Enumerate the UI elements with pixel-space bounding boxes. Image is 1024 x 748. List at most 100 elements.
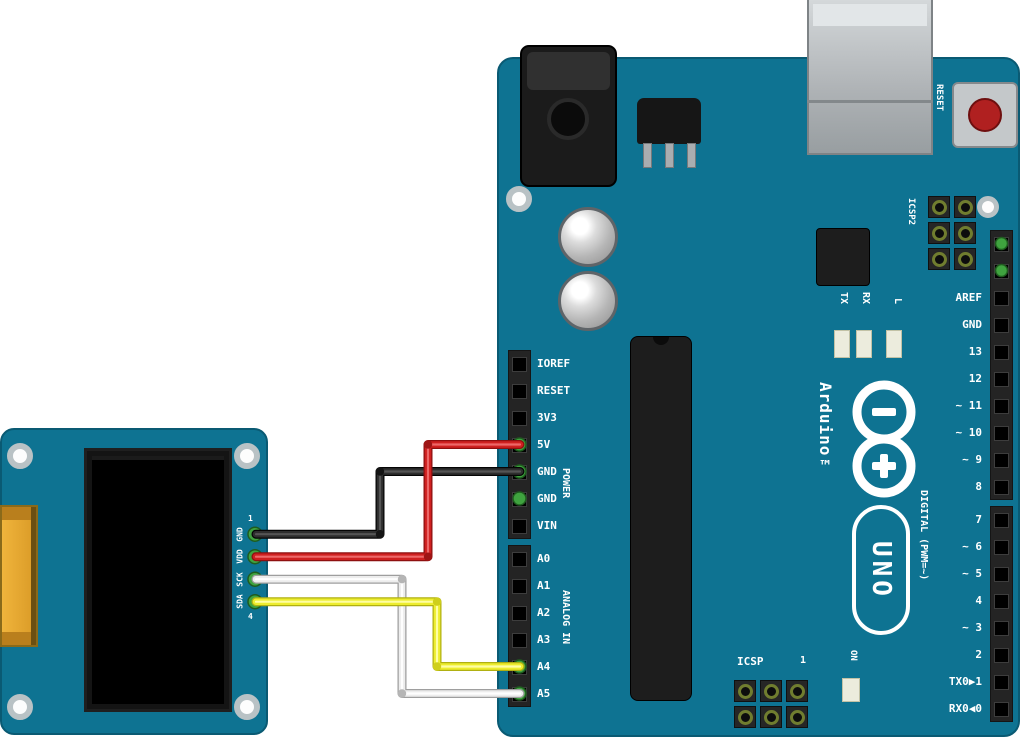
pin-socket	[991, 588, 1012, 615]
digital-header-bottom	[990, 506, 1013, 722]
pin-label: A4	[537, 660, 551, 673]
pin-socket	[991, 615, 1012, 642]
power-jack-top	[527, 52, 610, 90]
on-led	[842, 678, 860, 702]
pin-label: A0	[537, 552, 551, 565]
oled-flex-connector-band	[2, 632, 36, 645]
power-header	[508, 350, 531, 539]
pin-hole-icon	[512, 438, 527, 453]
pin-socket	[509, 600, 530, 627]
mounting-hole	[506, 186, 532, 212]
pin-label: ~ 9	[962, 453, 982, 466]
pin-ring-icon	[931, 199, 947, 215]
reset-button[interactable]	[952, 82, 1018, 148]
pin-label: VDD	[233, 546, 247, 569]
scl-wire[interactable]	[251, 574, 525, 698]
sda-wire[interactable]	[251, 597, 525, 671]
regulator-leg	[643, 143, 652, 168]
regulator-leg	[687, 143, 696, 168]
pin-hole-icon	[994, 291, 1009, 306]
pin-label: A1	[537, 579, 551, 592]
pin-socket	[991, 420, 1012, 447]
pin-label: 12	[968, 372, 982, 385]
pin-ring-icon	[957, 225, 973, 241]
reset-button-cap[interactable]	[968, 98, 1002, 132]
pin-label: GND	[962, 318, 982, 331]
pin-label: TX0▶1	[948, 675, 982, 688]
icsp-label: ICSP	[737, 655, 764, 668]
pin-label: ~ 3	[962, 621, 982, 634]
icsp-pin	[734, 680, 756, 702]
icsp2-pin	[954, 196, 976, 218]
icsp-pin	[786, 706, 808, 728]
pin-label: ~ 11	[955, 399, 983, 412]
pin-label: GND	[537, 465, 557, 478]
pin-hole-icon	[994, 675, 1009, 690]
pin-label: A5	[537, 687, 551, 700]
pin-socket	[509, 351, 530, 378]
pin-socket	[509, 681, 530, 708]
pin-label: SCK	[233, 568, 247, 591]
pin-label: ~ 10	[955, 426, 983, 439]
5v-wire[interactable]	[251, 440, 525, 562]
gnd-wire[interactable]	[251, 467, 525, 539]
pin-hole-icon	[512, 411, 527, 426]
pin-hole-icon	[994, 372, 1009, 387]
power-jack-barrel-icon	[547, 98, 589, 140]
pin-ring-icon	[763, 683, 779, 699]
pin-hole-icon	[994, 702, 1009, 717]
pin-hole-icon	[512, 687, 527, 702]
pin-ring-icon	[957, 251, 973, 267]
pin-socket	[509, 654, 530, 681]
pin-socket	[991, 393, 1012, 420]
icsp2-pin	[928, 222, 950, 244]
pin-label	[890, 257, 982, 284]
pin-label-text: GND	[235, 527, 245, 542]
pin-hole-icon	[512, 519, 527, 534]
analog-group-label: ANALOG IN	[560, 590, 571, 645]
oled-mounting-hole	[234, 443, 260, 469]
wire-bendpoints[interactable]	[375, 440, 442, 698]
digital-header-top	[990, 230, 1013, 500]
oled-mounting-hole	[234, 694, 260, 720]
pin-socket	[509, 627, 530, 654]
icsp2-pin	[928, 248, 950, 270]
pin-socket	[991, 366, 1012, 393]
pin-label: 2	[975, 648, 982, 661]
power-group-label: POWER	[560, 468, 571, 499]
pin-socket	[509, 486, 530, 513]
pin-socket	[991, 669, 1012, 696]
pin-socket	[509, 573, 530, 600]
pin-socket	[991, 642, 1012, 669]
pin-hole-icon	[994, 594, 1009, 609]
uno-model-label: UNO	[866, 540, 896, 600]
pin-socket	[509, 432, 530, 459]
pin-socket	[991, 285, 1012, 312]
pin-hole-icon	[994, 567, 1009, 582]
pin-hole-icon	[512, 384, 527, 399]
icsp2-pin	[954, 222, 976, 244]
pin-socket	[991, 339, 1012, 366]
pin-hole-icon	[512, 606, 527, 621]
icsp2-pin	[928, 196, 950, 218]
chip-notch-icon	[653, 337, 669, 345]
pin-label: ~ 5	[962, 567, 982, 580]
pin-hole-icon	[994, 513, 1009, 528]
pin-socket	[509, 513, 530, 540]
pin-label: GND	[233, 523, 247, 546]
pin-hole-icon	[512, 552, 527, 567]
pin-ring-icon	[789, 683, 805, 699]
pin-label: A2	[537, 606, 551, 619]
pin-ring-icon	[737, 709, 753, 725]
pin-ring-icon	[789, 709, 805, 725]
pin-label: GND	[537, 492, 557, 505]
rx-label: RX	[860, 292, 871, 305]
oled-mounting-hole	[7, 443, 33, 469]
pin-label: RESET	[537, 384, 571, 397]
pin-label: 8	[975, 480, 982, 493]
